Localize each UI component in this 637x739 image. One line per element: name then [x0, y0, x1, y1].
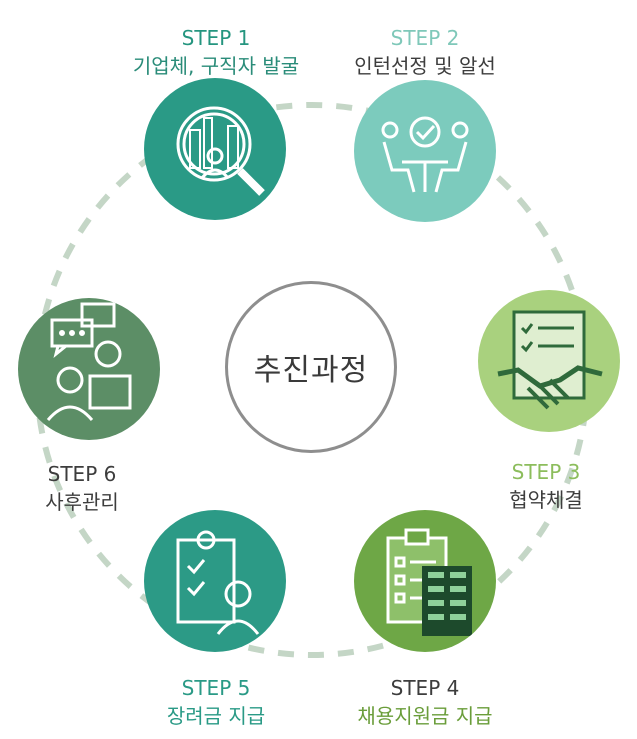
step-3-number: STEP 3	[511, 460, 581, 484]
step-2-title: 인턴선정 및 알선	[354, 54, 496, 78]
step-5-circle	[144, 510, 286, 652]
step-6-circle	[18, 298, 160, 440]
step-6-label: STEP 6 사후관리	[22, 460, 142, 516]
step-1-circle	[144, 78, 286, 220]
step-5-label: STEP 5 장려금 지급	[146, 674, 286, 730]
step-1-number: STEP 1	[181, 26, 251, 50]
step-4-title: 채용지원금 지급	[357, 704, 493, 728]
consultation-chat-icon	[46, 302, 132, 421]
step-6-title: 사후관리	[45, 490, 119, 514]
step-3-title: 협약체결	[509, 488, 583, 512]
step-6-number: STEP 6	[47, 462, 117, 486]
step-1-title: 기업체, 구직자 발굴	[132, 54, 300, 78]
search-magnifier-person-icon	[176, 106, 265, 196]
step-4-circle	[354, 510, 496, 652]
step-2-label: STEP 2 인턴선정 및 알선	[340, 24, 510, 80]
step-5-number: STEP 5	[181, 676, 251, 700]
center-circle: 추진과정	[225, 281, 397, 453]
step-2-number: STEP 2	[390, 26, 460, 50]
center-title: 추진과정	[253, 353, 369, 388]
meeting-checkmark-icon	[381, 116, 469, 193]
step-3-label: STEP 3 협약체결	[486, 458, 606, 514]
step-1-label: STEP 1 기업체, 구직자 발굴	[128, 24, 304, 80]
handshake-contract-icon	[497, 310, 603, 410]
step-2-circle	[354, 80, 496, 222]
clipboard-checklist-icon	[386, 528, 472, 636]
clipboard-checks-person-icon	[176, 530, 260, 635]
step-4-number: STEP 4	[390, 676, 460, 700]
step-5-title: 장려금 지급	[166, 704, 266, 728]
step-4-label: STEP 4 채용지원금 지급	[344, 674, 506, 730]
step-3-circle	[478, 290, 620, 432]
